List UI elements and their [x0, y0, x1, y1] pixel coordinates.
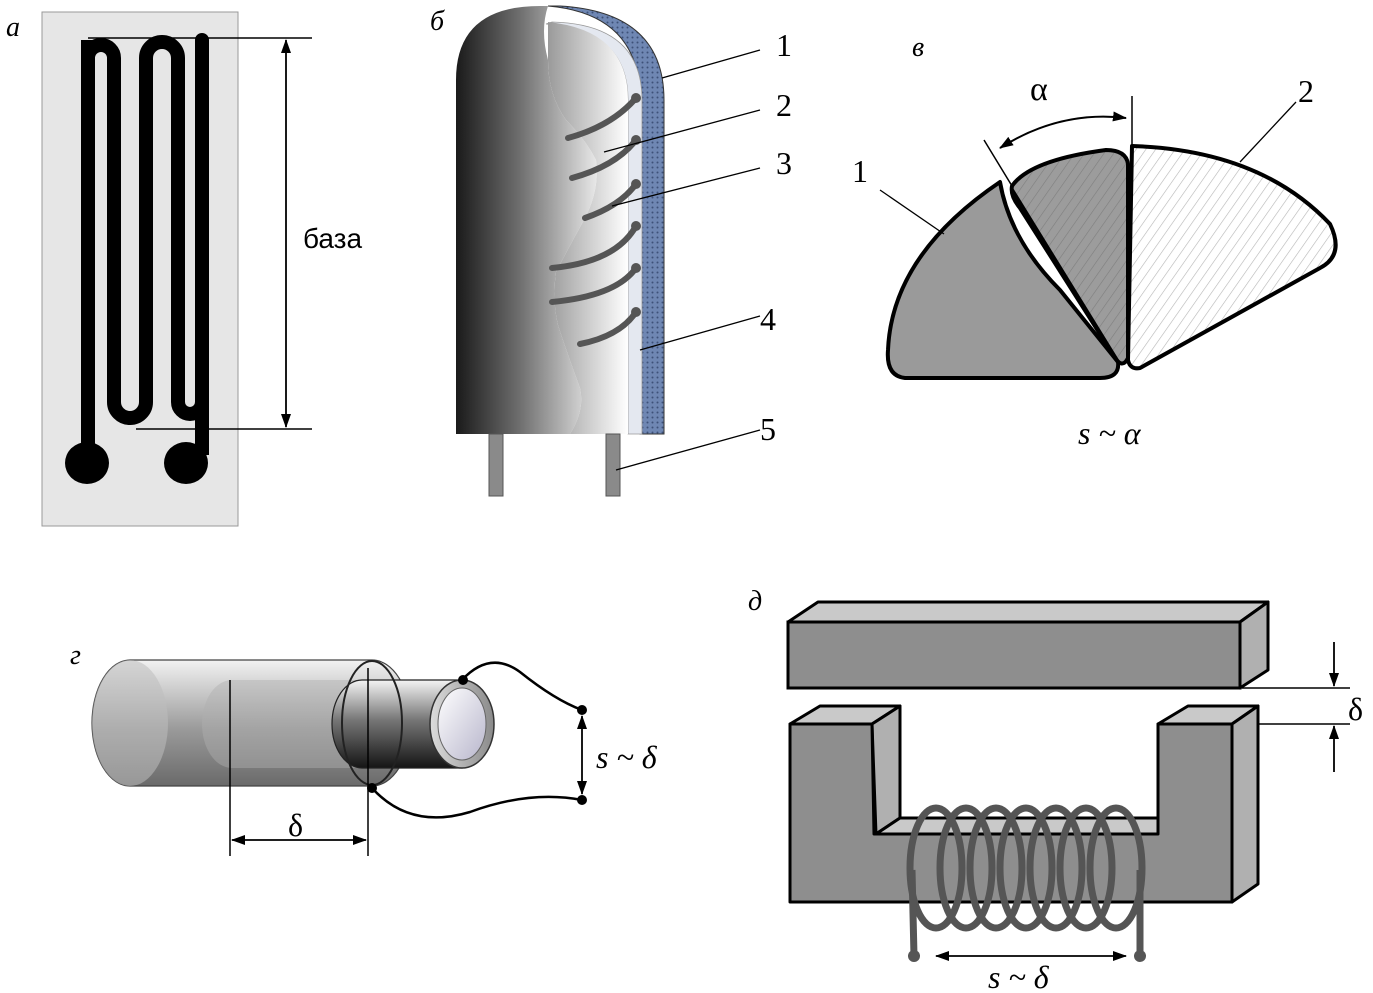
gauge-grid-wire — [81, 33, 209, 462]
core-front-face — [788, 722, 1234, 904]
callout-1: 1 — [776, 27, 792, 63]
sensor-inner-core — [548, 22, 628, 434]
callout-4: 4 — [760, 301, 776, 337]
formula-g: s ~ δ — [596, 739, 658, 775]
terminal-top — [577, 705, 587, 715]
delta-label-d: δ — [1348, 691, 1363, 727]
lead-point-a — [458, 675, 468, 685]
terminal-bottom — [577, 795, 587, 805]
armature-front-face — [786, 620, 1242, 690]
sector-overlap — [1009, 148, 1130, 366]
panel-g-capacitive-sensor: г δ s ~ δ — [70, 640, 658, 856]
core-inner-side — [870, 704, 902, 836]
lead-wire-bottom — [371, 787, 583, 819]
outer-cylinder-end — [92, 660, 168, 786]
formula-angle: s ~ α — [1078, 415, 1142, 451]
alpha-label: α — [1030, 71, 1048, 108]
sensor-housing — [456, 6, 597, 434]
coil-lead-left — [908, 869, 918, 957]
coil-terminal-right — [1134, 950, 1146, 962]
callout-5: 5 — [760, 411, 776, 447]
sector-edge — [1010, 188, 1120, 364]
lead-left — [488, 433, 504, 497]
lead-wire-top — [461, 661, 583, 712]
part-2-label: 2 — [1298, 73, 1314, 109]
angle-arc-arrow — [999, 111, 1127, 149]
gauge-terminal-left — [65, 442, 109, 484]
panel-b-sensor-cutaway: б 1 2 — [430, 5, 792, 497]
callout-leaders — [603, 49, 761, 471]
winding-dots — [631, 93, 641, 317]
armature-top-face — [786, 600, 1270, 624]
formula-d: s ~ δ — [988, 959, 1050, 993]
sector-part-1 — [885, 180, 1121, 380]
inner-cylinder-bore — [437, 687, 487, 761]
panel-a-letter: а — [6, 12, 20, 43]
panel-v-letter: в — [912, 32, 924, 63]
callout-3: 3 — [776, 145, 792, 181]
base-label: база — [303, 223, 362, 254]
sector-part-2 — [1126, 144, 1338, 371]
panel-d-letter: д — [748, 586, 762, 617]
lead-point-b — [367, 783, 377, 793]
leader-part-1 — [879, 189, 945, 235]
panel-g-letter: г — [70, 640, 81, 671]
coil-winding — [906, 804, 1146, 932]
leader-part-2 — [1239, 101, 1297, 163]
sensor-winding — [549, 95, 639, 347]
gauge-terminal-right — [164, 442, 208, 484]
lead-right-5 — [605, 433, 621, 497]
delta-label-g: δ — [288, 807, 303, 843]
panel-b-letter: б — [430, 6, 445, 37]
callout-2: 2 — [776, 87, 792, 123]
panel-d-inductive-sensor: д s ~ δ δ — [748, 586, 1363, 993]
core-right-side — [1230, 704, 1260, 904]
part-1-label: 1 — [852, 153, 868, 189]
coil-terminal-left — [908, 950, 920, 962]
panel-a-strain-gauge: а база — [6, 11, 362, 527]
panel-v-angle-sensor: в α 1 2 s ~ α — [852, 32, 1338, 451]
angle-ref-tilted — [983, 139, 1013, 187]
